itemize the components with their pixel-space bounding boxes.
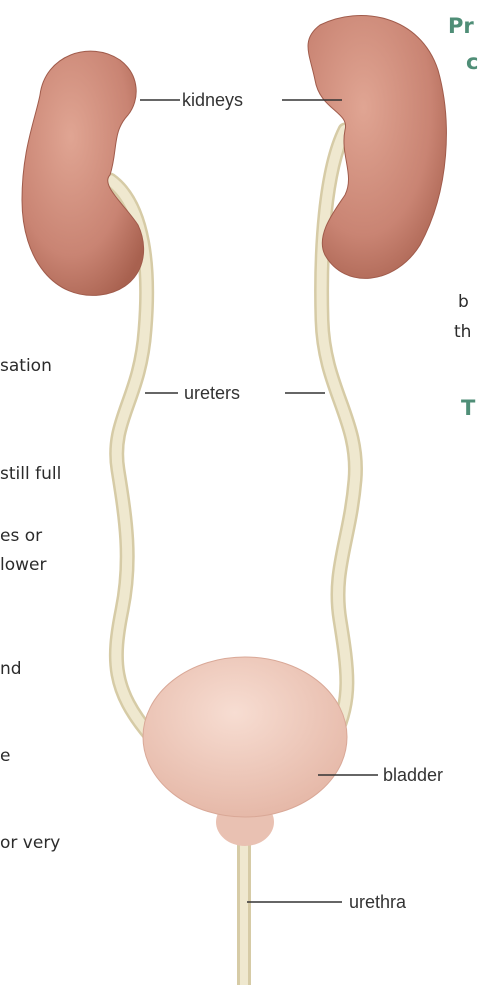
left-text-line-3: es or bbox=[0, 526, 42, 546]
right-heading-line-2: c bbox=[466, 50, 478, 74]
right-text-line-th: th bbox=[454, 322, 471, 342]
right-heading-t: T bbox=[461, 396, 475, 420]
urethra-label: urethra bbox=[349, 892, 407, 912]
left-text-line-2: still full bbox=[0, 464, 61, 484]
left-text-line-1: sation bbox=[0, 356, 52, 376]
kidney-right bbox=[308, 15, 446, 278]
left-text-line-5: nd bbox=[0, 659, 22, 679]
left-text-line-7: or very bbox=[0, 833, 60, 853]
left-text-line-4: lower bbox=[0, 555, 46, 575]
right-text-line-b: b bbox=[458, 292, 469, 312]
kidneys-label: kidneys bbox=[182, 90, 243, 110]
right-heading-line-1: Pr bbox=[448, 14, 474, 38]
ureters-label: ureters bbox=[184, 383, 240, 403]
bladder-organ bbox=[143, 657, 347, 846]
left-text-line-6: e bbox=[0, 746, 10, 766]
bladder-label: bladder bbox=[383, 765, 443, 785]
kidney-left bbox=[22, 51, 144, 295]
